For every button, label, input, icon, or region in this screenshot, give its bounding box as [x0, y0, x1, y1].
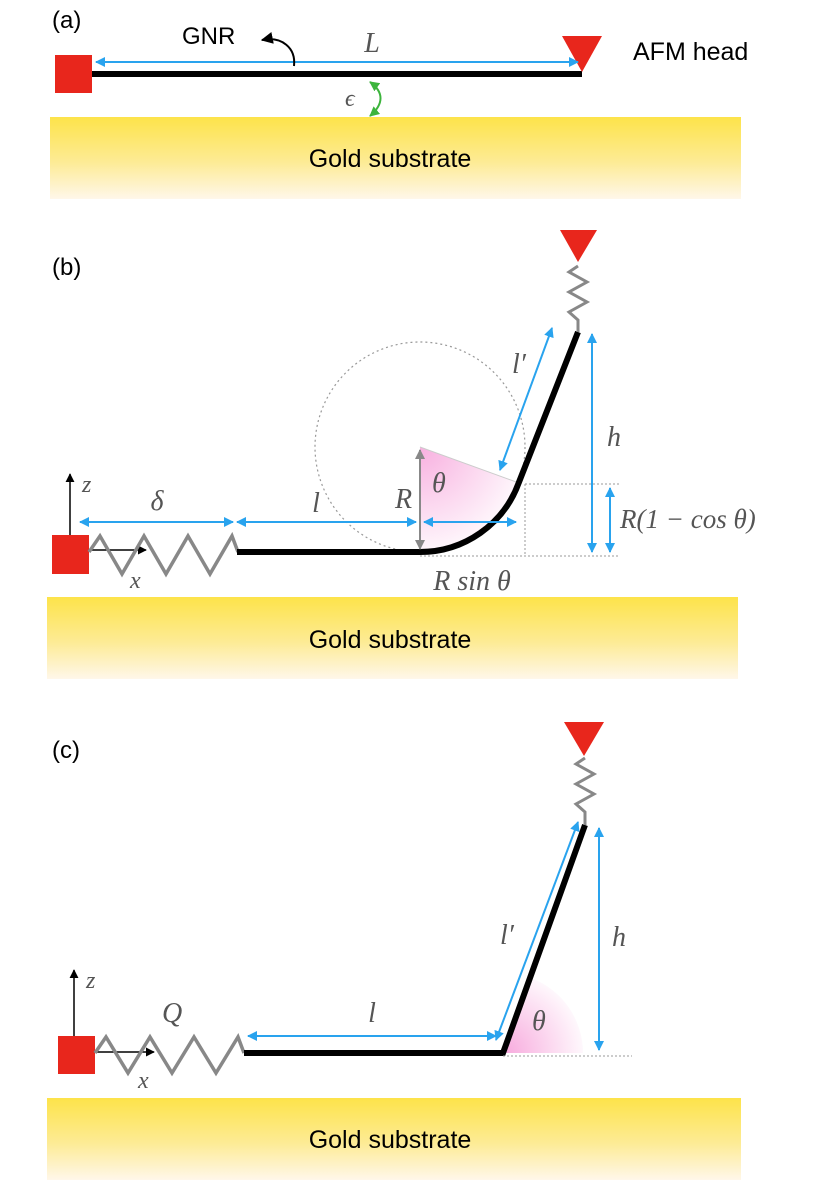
- l-prime-arrow: [494, 821, 580, 1041]
- panel-b: (b) z x δ l R sin θ R θ l′: [47, 230, 756, 679]
- h-label: h: [612, 922, 626, 953]
- gold-substrate: [47, 597, 738, 679]
- z-axis-label: z: [85, 968, 96, 994]
- panel-b-label: (b): [52, 254, 81, 281]
- epsilon-arrow: [369, 81, 382, 117]
- afm-tip-icon: [562, 36, 602, 72]
- x-axis-label: x: [137, 1068, 149, 1094]
- q-label: Q: [162, 998, 182, 1029]
- panel-c-label: (c): [52, 737, 80, 764]
- clamp-block: [52, 535, 89, 574]
- clamp-block: [58, 1036, 95, 1074]
- graphene-nanoribbon: [237, 330, 581, 555]
- theta-sector: [420, 447, 519, 552]
- gold-substrate: [50, 117, 741, 199]
- substrate-spring: [93, 1033, 246, 1077]
- afm-spring: [565, 264, 591, 332]
- substrate-label: Gold substrate: [309, 145, 472, 173]
- r-cos-label: R(1 − cos θ): [619, 504, 756, 534]
- substrate-label: Gold substrate: [309, 1126, 472, 1154]
- gnr-pointer-arrow: [260, 32, 296, 67]
- panel-a: (a) L GNR ϵ AFM head Gold substrate: [50, 7, 748, 199]
- theta-label: θ: [432, 468, 446, 499]
- afm-tip-icon: [564, 722, 604, 756]
- panel-c: (c) z x Q l l′ h θ Gold substrate: [47, 722, 741, 1180]
- z-axis-label: z: [81, 472, 92, 498]
- l-prime-arrow: [498, 327, 554, 471]
- length-label: L: [363, 28, 380, 59]
- delta-label: δ: [150, 486, 164, 517]
- substrate-label: Gold substrate: [309, 626, 472, 654]
- afm-tip-icon: [560, 230, 597, 262]
- l-label: l: [312, 488, 320, 519]
- afm-spring: [572, 756, 598, 825]
- gnr-label: GNR: [182, 23, 235, 50]
- epsilon-label: ϵ: [345, 86, 356, 112]
- l-prime-label: l′: [512, 349, 527, 380]
- afm-head-label: AFM head: [633, 38, 748, 66]
- gold-substrate: [47, 1098, 741, 1180]
- substrate-spring: [87, 531, 240, 578]
- l-label: l: [368, 998, 376, 1029]
- h-label: h: [607, 422, 621, 453]
- panel-a-label: (a): [52, 7, 81, 34]
- sector-edge: [419, 446, 519, 484]
- clamp-block: [55, 55, 92, 93]
- theta-label: θ: [532, 1006, 546, 1037]
- radius-label: R: [394, 484, 412, 515]
- l-prime-label: l′: [500, 920, 515, 951]
- x-axis-label: x: [129, 568, 141, 594]
- r-sin-label: R sin θ: [432, 566, 511, 597]
